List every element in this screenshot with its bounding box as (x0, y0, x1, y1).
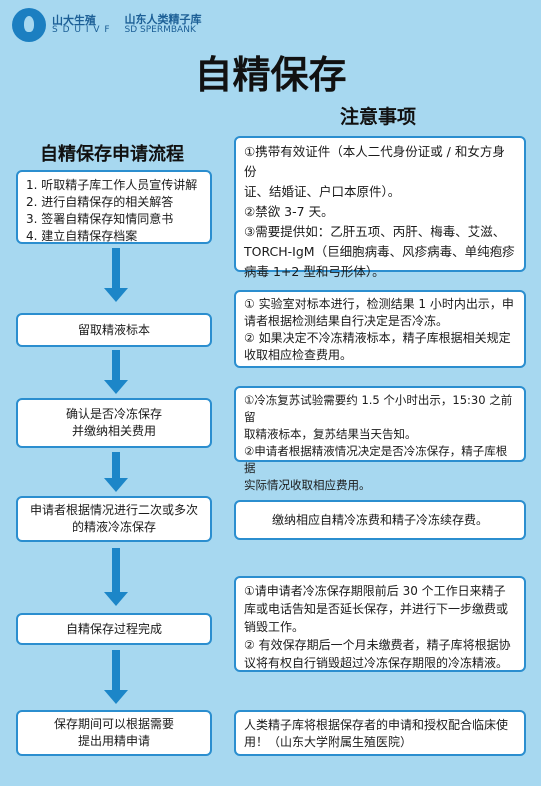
note-4-line-1: 缴纳相应自精冷冻费和精子冷冻续存费。 (271, 512, 488, 527)
logo-cn: 山大生殖 (52, 13, 96, 27)
note-box-5: ①请申请者冷冻保存期限前后 30 个工作日来精子 库或电话告知是否延长保存，并进… (234, 576, 526, 672)
note-box-1: ①携带有效证件（本人二代身份证或 / 和女方身份 证、结婚证、户口本原件）。 ②… (234, 136, 526, 279)
bank-cn: 山东人类精子库 (124, 13, 202, 26)
note-box-4: 缴纳相应自精冷冻费和精子冷冻续存费。 (234, 500, 526, 540)
flow-arrow-4 (104, 548, 128, 608)
note-1-line-4: ③需要提供如：乙肝五项、丙肝、梅毒、艾滋、 (244, 224, 506, 239)
step-1-line-4: 4. 建立自精保存档案 (26, 229, 138, 243)
step-1-line-3: 3. 签署自精保存知情同意书 (26, 212, 174, 226)
page-title: 自精保存 (194, 53, 347, 97)
note-3-line-1: ①冷冻复苏试验需要约 1.5 个小时出示，15:30 之前留 (244, 393, 513, 424)
step-1-line-2: 2. 进行自精保存的相关解答 (26, 195, 174, 209)
flow-arrow-2 (104, 350, 128, 396)
step-box-3: 确认是否冷冻保存 并缴纳相关费用 (16, 398, 212, 448)
step-5-line-1: 自精保存过程完成 (65, 621, 162, 636)
note-1-line-5: TORCH-IgM（巨细胞病毒、风疹病毒、单纯疱疹 (244, 244, 515, 259)
step-1-line-1: 1. 听取精子库工作人员宣传讲解 (26, 178, 198, 192)
flow-title: 自精保存申请流程 (40, 144, 184, 165)
note-5-line-1: ①请申请者冷冻保存期限前后 30 个工作日来精子 (244, 584, 506, 598)
note-3-line-2: 取精液标本，复苏结果当天告知。 (244, 427, 417, 441)
note-5-line-4: ② 有效保存期后一个月未缴费者，精子库将根据协 (244, 638, 511, 652)
note-box-2: ① 实验室对标本进行，检测结果 1 小时内出示，申 请者根据检测结果自行决定是否… (234, 290, 526, 368)
flow-arrow-3 (104, 452, 128, 494)
step-box-1: 1. 听取精子库工作人员宣传讲解 2. 进行自精保存的相关解答 3. 签署自精保… (16, 170, 212, 244)
step-box-4: 申请者根据情况进行二次或多次 的精液冷冻保存 (16, 496, 212, 542)
logo-text: 山大生殖 S D U I V F (52, 13, 111, 36)
header-logo: 山大生殖 S D U I V F 山东人类精子库 SD SPERMBANK (12, 8, 202, 42)
note-1-line-6: 病毒 1+2 型和弓形体）。 (244, 264, 385, 279)
notice-title: 注意事项 (340, 106, 417, 128)
note-box-6: 人类精子库将根据保存者的申请和授权配合临床使 用！（山东大学附属生殖医院） (234, 710, 526, 756)
flow-arrow-5 (104, 650, 128, 706)
step-6-line-2: 提出用精申请 (77, 734, 150, 748)
note-2-line-4: 收取相应检查费用。 (244, 348, 353, 362)
note-3-line-4: 实际情况收取相应费用。 (244, 478, 371, 492)
step-6-line-1: 保存期间可以根据需要 (53, 717, 174, 731)
note-2-line-1: ① 实验室对标本进行，检测结果 1 小时内出示，申 (244, 297, 514, 311)
bank-name: 山东人类精子库 SD SPERMBANK (124, 13, 202, 36)
step-4-line-1: 申请者根据情况进行二次或多次 (29, 503, 198, 517)
note-5-line-2: 库或电话告知是否延长保存，并进行下一步缴费或 (244, 602, 509, 616)
note-1-line-1: ①携带有效证件（本人二代身份证或 / 和女方身份 (244, 144, 505, 179)
step-3-line-2: 并缴纳相关费用 (71, 424, 156, 438)
sdu-logo-icon (12, 8, 46, 42)
note-6-line-2: 用！（山东大学附属生殖医院） (244, 735, 413, 749)
step-box-5: 自精保存过程完成 (16, 613, 212, 645)
step-box-2: 留取精液标本 (16, 313, 212, 347)
flow-arrow-1 (104, 248, 128, 304)
note-6-line-1: 人类精子库将根据保存者的申请和授权配合临床使 (244, 718, 509, 732)
step-4-line-2: 的精液冷冻保存 (71, 520, 156, 534)
note-5-line-3: 销毁工作。 (244, 620, 305, 634)
step-box-6: 保存期间可以根据需要 提出用精申请 (16, 710, 212, 756)
step-3-line-1: 确认是否冷冻保存 (65, 407, 162, 421)
note-5-line-5: 议将有权自行销毁超过冷冻保存期限的冷冻精液。 (244, 656, 509, 670)
note-1-line-2: 证、结婚证、户口本原件）。 (244, 184, 401, 199)
note-3-line-3: ②申请者根据精液情况决定是否冷冻保存，精子库根据 (244, 444, 508, 475)
bank-en: SD SPERMBANK (124, 25, 196, 36)
note-box-3: ①冷冻复苏试验需要约 1.5 个小时出示，15:30 之前留 取精液标本，复苏结… (234, 386, 526, 492)
note-1-line-3: ②禁欲 3-7 天。 (244, 204, 334, 219)
logo-en: S D U I V F (52, 25, 111, 36)
step-2-line-1: 留取精液标本 (77, 322, 150, 337)
note-2-line-2: 请者根据检测结果自行决定是否冷冻。 (244, 314, 449, 328)
note-2-line-3: ② 如果决定不冷冻精液标本，精子库根据相关规定 (244, 331, 511, 345)
